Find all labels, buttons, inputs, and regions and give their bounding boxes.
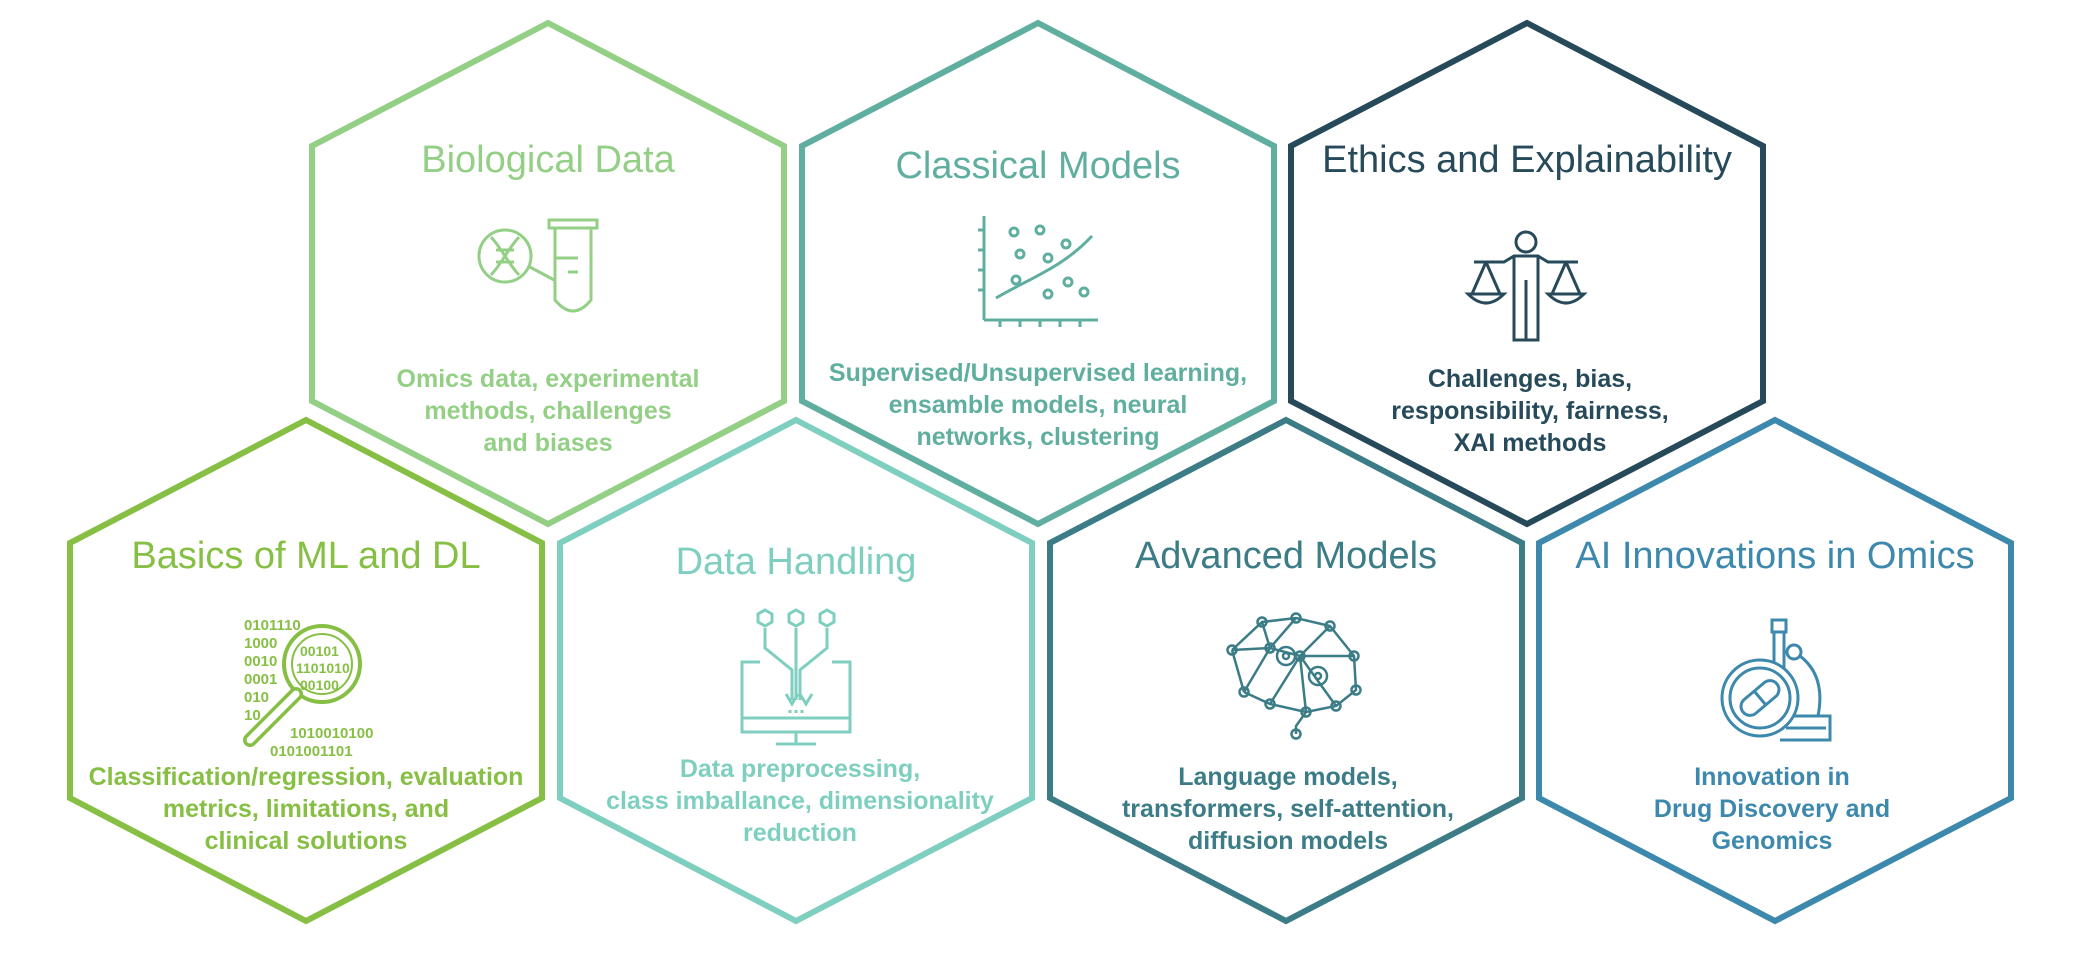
svg-text:1010010100: 1010010100 xyxy=(290,725,373,742)
hexagon-ai-innovations-omics: AI Innovations in Omics Innovation in Dr… xyxy=(1536,416,2014,925)
hexagon-title: Biological Data xyxy=(421,139,675,181)
hexagon-description-line: responsibility, fairness, xyxy=(1391,397,1668,425)
svg-text:0001: 0001 xyxy=(244,671,277,688)
binary-magnifier-icon: 0101110 1000 0010 0001 010 10 1010010100… xyxy=(243,617,373,760)
hexagon-outline xyxy=(557,416,1035,925)
hexagon-outline xyxy=(1536,416,2014,925)
hexagon-description-line: Genomics xyxy=(1712,827,1833,855)
hexagon-description-line: Challenges, bias, xyxy=(1428,365,1632,393)
hexagon-biological-data: Biological Data Omics data, experimental… xyxy=(309,19,787,528)
hexagon-description-line: Drug Discovery and xyxy=(1654,795,1890,823)
hexagon-description-line: Data preprocessing, xyxy=(680,755,920,783)
svg-text:00101: 00101 xyxy=(300,643,339,659)
svg-text:10: 10 xyxy=(244,707,261,724)
data-funnel-monitor-icon xyxy=(740,608,852,746)
hexagon-data-handling: Data Handling Data preprocessing, class … xyxy=(557,416,1035,925)
hexagon-description-line: Classification/regression, evaluation xyxy=(89,763,524,791)
hexagon-basics-ml-dl: Basics of ML and DL 0101110 1000 0010 00… xyxy=(67,416,545,925)
svg-text:010: 010 xyxy=(244,689,269,706)
hexagon-title: AI Innovations in Omics xyxy=(1575,535,1974,577)
hexagon-description-line: class imballance, dimensionality xyxy=(606,787,994,815)
hexagon-description-line: clinical solutions xyxy=(205,827,408,855)
svg-text:0101110: 0101110 xyxy=(244,617,301,634)
svg-text:0101001101: 0101001101 xyxy=(270,743,353,760)
hexagon-description-line: XAI methods xyxy=(1454,429,1607,457)
svg-text:00100: 00100 xyxy=(300,677,339,693)
hexagon-classical-models: Classical Models Supervised/Unsupervised… xyxy=(799,19,1277,528)
hexagon-description-line: Innovation in xyxy=(1694,763,1850,791)
hexagon-description-line: reduction xyxy=(743,819,857,847)
hexagon-description-line: metrics, limitations, and xyxy=(163,795,449,823)
hexagon-description-line: diffusion models xyxy=(1188,827,1388,855)
svg-text:1101010: 1101010 xyxy=(296,660,350,676)
microscope-pill-icon xyxy=(1720,618,1832,742)
hexagon-description-line: Language models, xyxy=(1178,763,1397,791)
dna-test-tube-icon xyxy=(477,218,599,313)
hexagon-outline xyxy=(309,19,787,528)
hexagon-description-line: transformers, self-attention, xyxy=(1122,795,1454,823)
hexagon-description-line: and biases xyxy=(483,429,612,457)
hexagon-title: Data Handling xyxy=(676,541,917,583)
scatter-plot-icon xyxy=(978,216,1098,327)
hexagon-outline xyxy=(1288,19,1766,528)
hexagon-description-line: methods, challenges xyxy=(424,397,671,425)
hexagon-description-line: Supervised/Unsupervised learning, xyxy=(829,359,1247,387)
hexagon-title: Basics of ML and DL xyxy=(131,535,480,577)
hexagon-description-line: Omics data, experimental xyxy=(397,365,700,393)
hexagon-description-line: ensamble models, neural xyxy=(889,391,1188,419)
hexagon-outline xyxy=(67,416,545,925)
svg-text:1000: 1000 xyxy=(244,635,277,652)
svg-text:0010: 0010 xyxy=(244,653,277,670)
hexagon-ethics-explainability: Ethics and Explainability Challenges, bi… xyxy=(1288,19,1766,528)
hexagon-title: Advanced Models xyxy=(1135,535,1437,577)
hexagon-outline xyxy=(1047,416,1525,925)
balance-scale-person-icon xyxy=(1464,230,1588,342)
hexagon-advanced-models: Advanced Models Language models, transfo… xyxy=(1047,416,1525,925)
neural-brain-icon xyxy=(1226,612,1362,740)
hexagon-title: Ethics and Explainability xyxy=(1322,139,1732,181)
hexagon-title: Classical Models xyxy=(895,145,1180,187)
hexagon-description-line: networks, clustering xyxy=(916,423,1159,451)
hexagon-outline xyxy=(799,19,1277,528)
